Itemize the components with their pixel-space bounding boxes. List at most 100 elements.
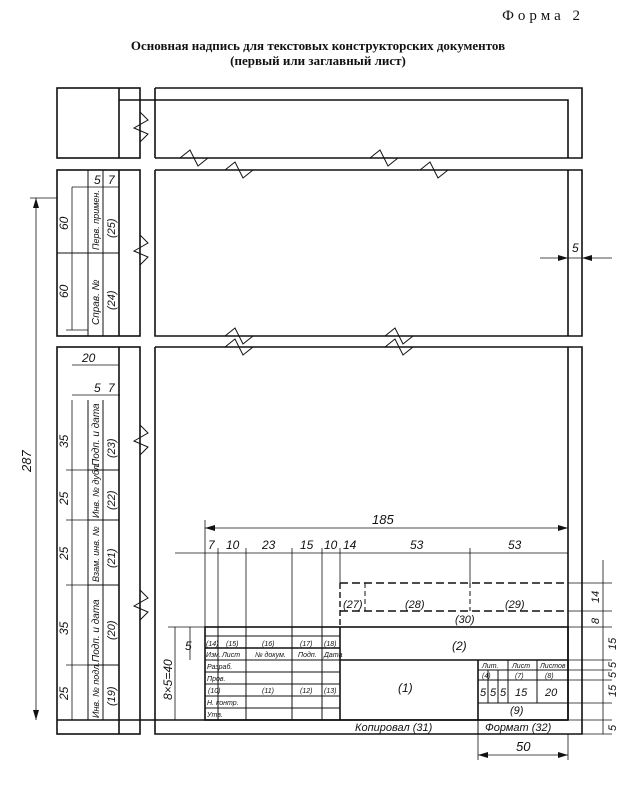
field-29: (29) [505,599,525,611]
label-vzam-inv: Взам. инв. № [91,526,101,582]
label-sprav-no: Справ. № [91,279,102,325]
dim-8-v: 8 [590,617,602,624]
field-14: (14) [206,641,218,648]
col-list-2: Лист [511,663,530,670]
dim-5-right: 5 [572,241,579,255]
col-listov: Листов [539,663,566,670]
dim-5-mid: 5 [94,381,101,395]
dim-5-v3: 5 [607,724,619,731]
field-13: (13) [324,688,336,695]
dim-5-left: 5 [185,639,192,653]
dim-15-a: 15 [300,538,314,552]
dim-23: 23 [261,538,276,552]
col-list: Лист [221,652,240,659]
side-strip-bottom [56,346,141,735]
field-23: (23) [106,438,118,458]
dimension-labels: 5 7 60 60 20 5 7 35 25 25 35 25 287 5 18… [19,173,619,754]
dim-14-h: 14 [343,538,357,552]
lit-20: 20 [544,687,558,699]
lit-5a: 5 [480,687,487,699]
col-izm: Изм. [206,652,221,659]
lit-5c: 5 [500,687,507,699]
field-2: (2) [452,639,467,653]
label-inv-dubl: Инв. № дубл. [91,463,101,518]
label-podp-data-1: Подп. и дата [91,403,102,466]
dim-15-v1: 15 [607,637,619,650]
dim-25-c: 25 [57,686,71,701]
dim-5-top: 5 [94,173,101,187]
field-25: (25) [106,218,118,238]
dim-287: 287 [19,450,34,473]
dim-8x5: 8×5=40 [161,659,175,700]
dim-60-a: 60 [57,216,71,230]
field-24: (24) [106,290,118,310]
dim-50: 50 [516,739,531,754]
field-16: (16) [262,641,274,648]
field-17: (17) [300,641,312,648]
side-labels: Перв. примен. Справ. № Подп. и дата Инв.… [91,190,118,718]
field-9: (9) [510,705,524,717]
dim-185: 185 [372,512,394,527]
row-utv: Утв. [206,712,223,719]
row-razrab: Разраб. [207,663,232,671]
col-podp: Подп. [298,651,317,659]
field-4: (4) [482,673,491,680]
dim-14-v: 14 [590,591,602,603]
arrow-heads [33,198,592,758]
dim-5-v1: 5 [607,661,619,668]
dim-25-b: 25 [57,546,71,561]
label-inv-podl: Инв. № подл. [91,662,101,718]
frame-top [119,87,583,159]
field-8: (8) [545,673,554,680]
field-20: (20) [106,620,118,640]
break-marks [132,111,449,621]
dim-5-v2: 5 [607,671,619,678]
field-15: (15) [226,641,238,648]
format-label: Формат (32) [485,722,552,734]
field-18: (18) [324,641,336,648]
row-n-kontr: Н. контр. [207,700,239,707]
field-12: (12) [300,688,312,695]
kopiroval-label: Копировал (31) [355,722,433,734]
field-7: (7) [515,673,524,680]
form-label: Форма 2 [502,8,584,24]
dimension-lines [30,186,612,760]
dim-35-b: 35 [57,621,71,635]
field-21: (21) [106,548,118,568]
dim-7-tb: 7 [208,538,216,552]
label-perv-primen: Перв. примен. [91,190,101,250]
col-lit: Лит. [481,663,498,670]
col-data: Дата [323,652,343,659]
dim-20: 20 [81,351,96,365]
field-30: (30) [455,614,475,626]
dim-25-a: 25 [57,491,71,506]
page-subtitle: (первый или заглавный лист) [230,53,406,68]
dim-7-mid: 7 [108,381,116,395]
title-block [204,582,569,734]
field-11: (11) [262,688,274,695]
lit-5b: 5 [490,687,497,699]
lit-15: 15 [515,687,528,699]
field-1: (1) [398,681,413,695]
field-19: (19) [106,686,118,706]
dim-10-b: 10 [324,538,338,552]
label-podp-data-2: Подп. и дата [91,599,102,662]
dim-35-a: 35 [57,434,71,448]
dim-53-a: 53 [410,538,424,552]
frame-middle [154,169,583,337]
dim-10-a: 10 [226,538,240,552]
dim-7-top: 7 [108,173,116,187]
dim-15-v2: 15 [607,684,619,697]
field-28: (28) [405,599,425,611]
field-22: (22) [106,490,118,510]
field-10: (10) [208,688,220,695]
row-prov: Пров. [207,676,226,683]
dim-53-b: 53 [508,538,522,552]
field-27: (27) [343,599,363,611]
side-strip-top [56,87,141,159]
col-no-dokum: № докум. [255,651,286,659]
dim-60-b: 60 [57,284,71,298]
page-title: Основная надпись для текстовых конструкт… [130,38,506,53]
title-block-labels: (27) (28) (29) (30) (2) (1) (14) (15) (1… [206,599,566,734]
